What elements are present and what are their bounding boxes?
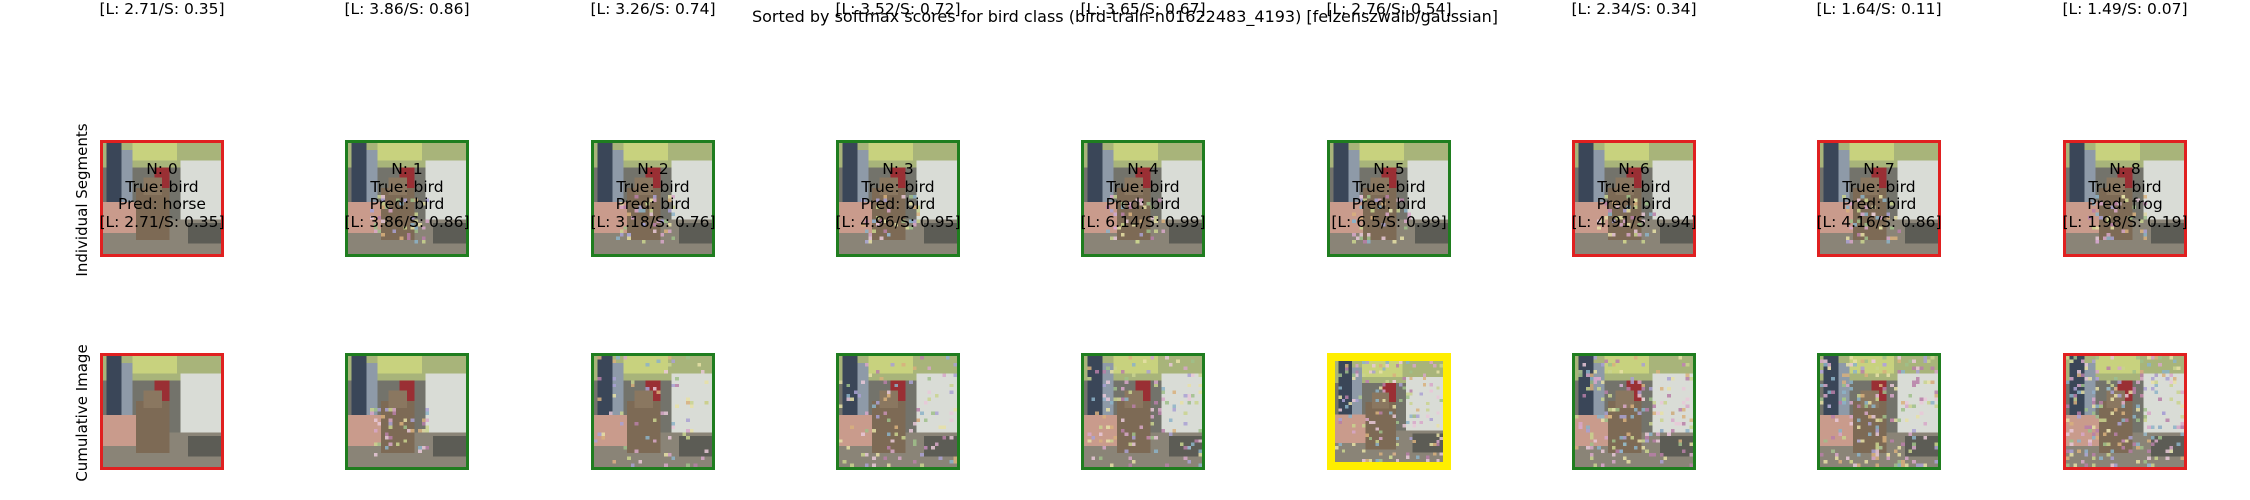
panel-pred-label: Pred: bird — [1596, 195, 1672, 213]
panel-true-label: True: bird — [861, 177, 935, 196]
panel-n-label: N: 3 — [882, 160, 914, 178]
panel-n-label: N: 7 — [1863, 160, 1895, 178]
panel-image — [836, 140, 960, 257]
panel-image — [100, 353, 224, 470]
row-label-cumulative-image: Cumulative Image — [73, 344, 91, 482]
panel-scores-label: [L: 4.91/S: 0.94] — [1571, 212, 1697, 231]
panel-pred-label: Pred: bird — [860, 195, 936, 213]
panel-scores-label: [L: 3.18/S: 0.76] — [590, 212, 716, 231]
panel-scores-label: [L: 1.49/S: 0.07] — [2062, 0, 2188, 18]
panel-n-label: N: 8 — [2109, 160, 2141, 178]
panel-n-label: N: 5 — [1373, 160, 1405, 178]
panel-image — [1572, 140, 1696, 257]
panel-pred-label: Pred: frog — [2087, 195, 2163, 213]
panel-scores-label: [L: 3.86/S: 0.86] — [344, 0, 470, 18]
panel-scores-label: [L: 1.98/S: 0.19] — [2062, 212, 2188, 231]
panel-image — [836, 353, 960, 470]
panel-scores-label: [L: 1.64/S: 0.11] — [1816, 0, 1942, 18]
panel-true-label: True: bird — [1597, 177, 1671, 196]
panel-scores-label: [L: 2.34/S: 0.34] — [1571, 0, 1697, 18]
panel-n-label: N: 2 — [637, 160, 669, 178]
panel-true-label: True: bird — [1842, 177, 1916, 196]
panel-pred-label: Pred: bird — [615, 195, 691, 213]
panel-true-label: True: bird — [2088, 177, 2162, 196]
panel-scores-label: [L: 4.96/S: 0.95] — [835, 212, 961, 231]
panel-image — [1572, 353, 1696, 470]
panel-scores-label: [L: 2.71/S: 0.35] — [99, 0, 225, 18]
panel-image — [591, 353, 715, 470]
panel-image — [1327, 140, 1451, 257]
panel-n-label: N: 4 — [1127, 160, 1159, 178]
panel-image — [1817, 140, 1941, 257]
panel-pred-label: Pred: bird — [369, 195, 445, 213]
panel-pred-label: Pred: bird — [1841, 195, 1917, 213]
panel-true-label: True: bird — [1106, 177, 1180, 196]
panel-true-label: True: bird — [125, 177, 199, 196]
figure-title: Sorted by softmax scores for bird class … — [751, 7, 1498, 26]
panel-true-label: True: bird — [616, 177, 690, 196]
panel-scores-label: [L: 3.26/S: 0.74] — [590, 0, 716, 18]
panel-image — [2063, 140, 2187, 257]
panel-scores-label: [L: 3.52/S: 0.72] — [835, 0, 961, 18]
panel-scores-label: [L: 2.71/S: 0.35] — [99, 212, 225, 231]
panel-true-label: True: bird — [1352, 177, 1426, 196]
panel-image — [1081, 140, 1205, 257]
panel-scores-label: [L: 2.76/S: 0.54] — [1326, 0, 1452, 18]
panel-pred-label: Pred: bird — [1351, 195, 1427, 213]
panel-true-label: True: bird — [370, 177, 444, 196]
panel-image — [1081, 353, 1205, 470]
panel-scores-label: [L: 4.16/S: 0.86] — [1816, 212, 1942, 231]
panel-n-label: N: 0 — [146, 160, 178, 178]
panel-image — [591, 140, 715, 257]
panel-scores-label: [L: 6.5/S: 0.99] — [1331, 212, 1447, 231]
panel-image — [345, 140, 469, 257]
panel-scores-label: [L: 3.65/S: 0.67] — [1080, 0, 1206, 18]
panel-pred-label: Pred: bird — [1105, 195, 1181, 213]
panel-scores-label: [L: 3.86/S: 0.86] — [344, 212, 470, 231]
panel-image — [2063, 353, 2187, 470]
panel-n-label: N: 1 — [391, 160, 423, 178]
panel-image — [345, 353, 469, 470]
panel-pred-label: Pred: horse — [118, 195, 206, 213]
panel-image — [1327, 353, 1451, 470]
panel-image — [100, 140, 224, 257]
panel-scores-label: [L: 6.14/S: 0.99] — [1080, 212, 1206, 231]
panel-n-label: N: 6 — [1618, 160, 1650, 178]
panel-image — [1817, 353, 1941, 470]
